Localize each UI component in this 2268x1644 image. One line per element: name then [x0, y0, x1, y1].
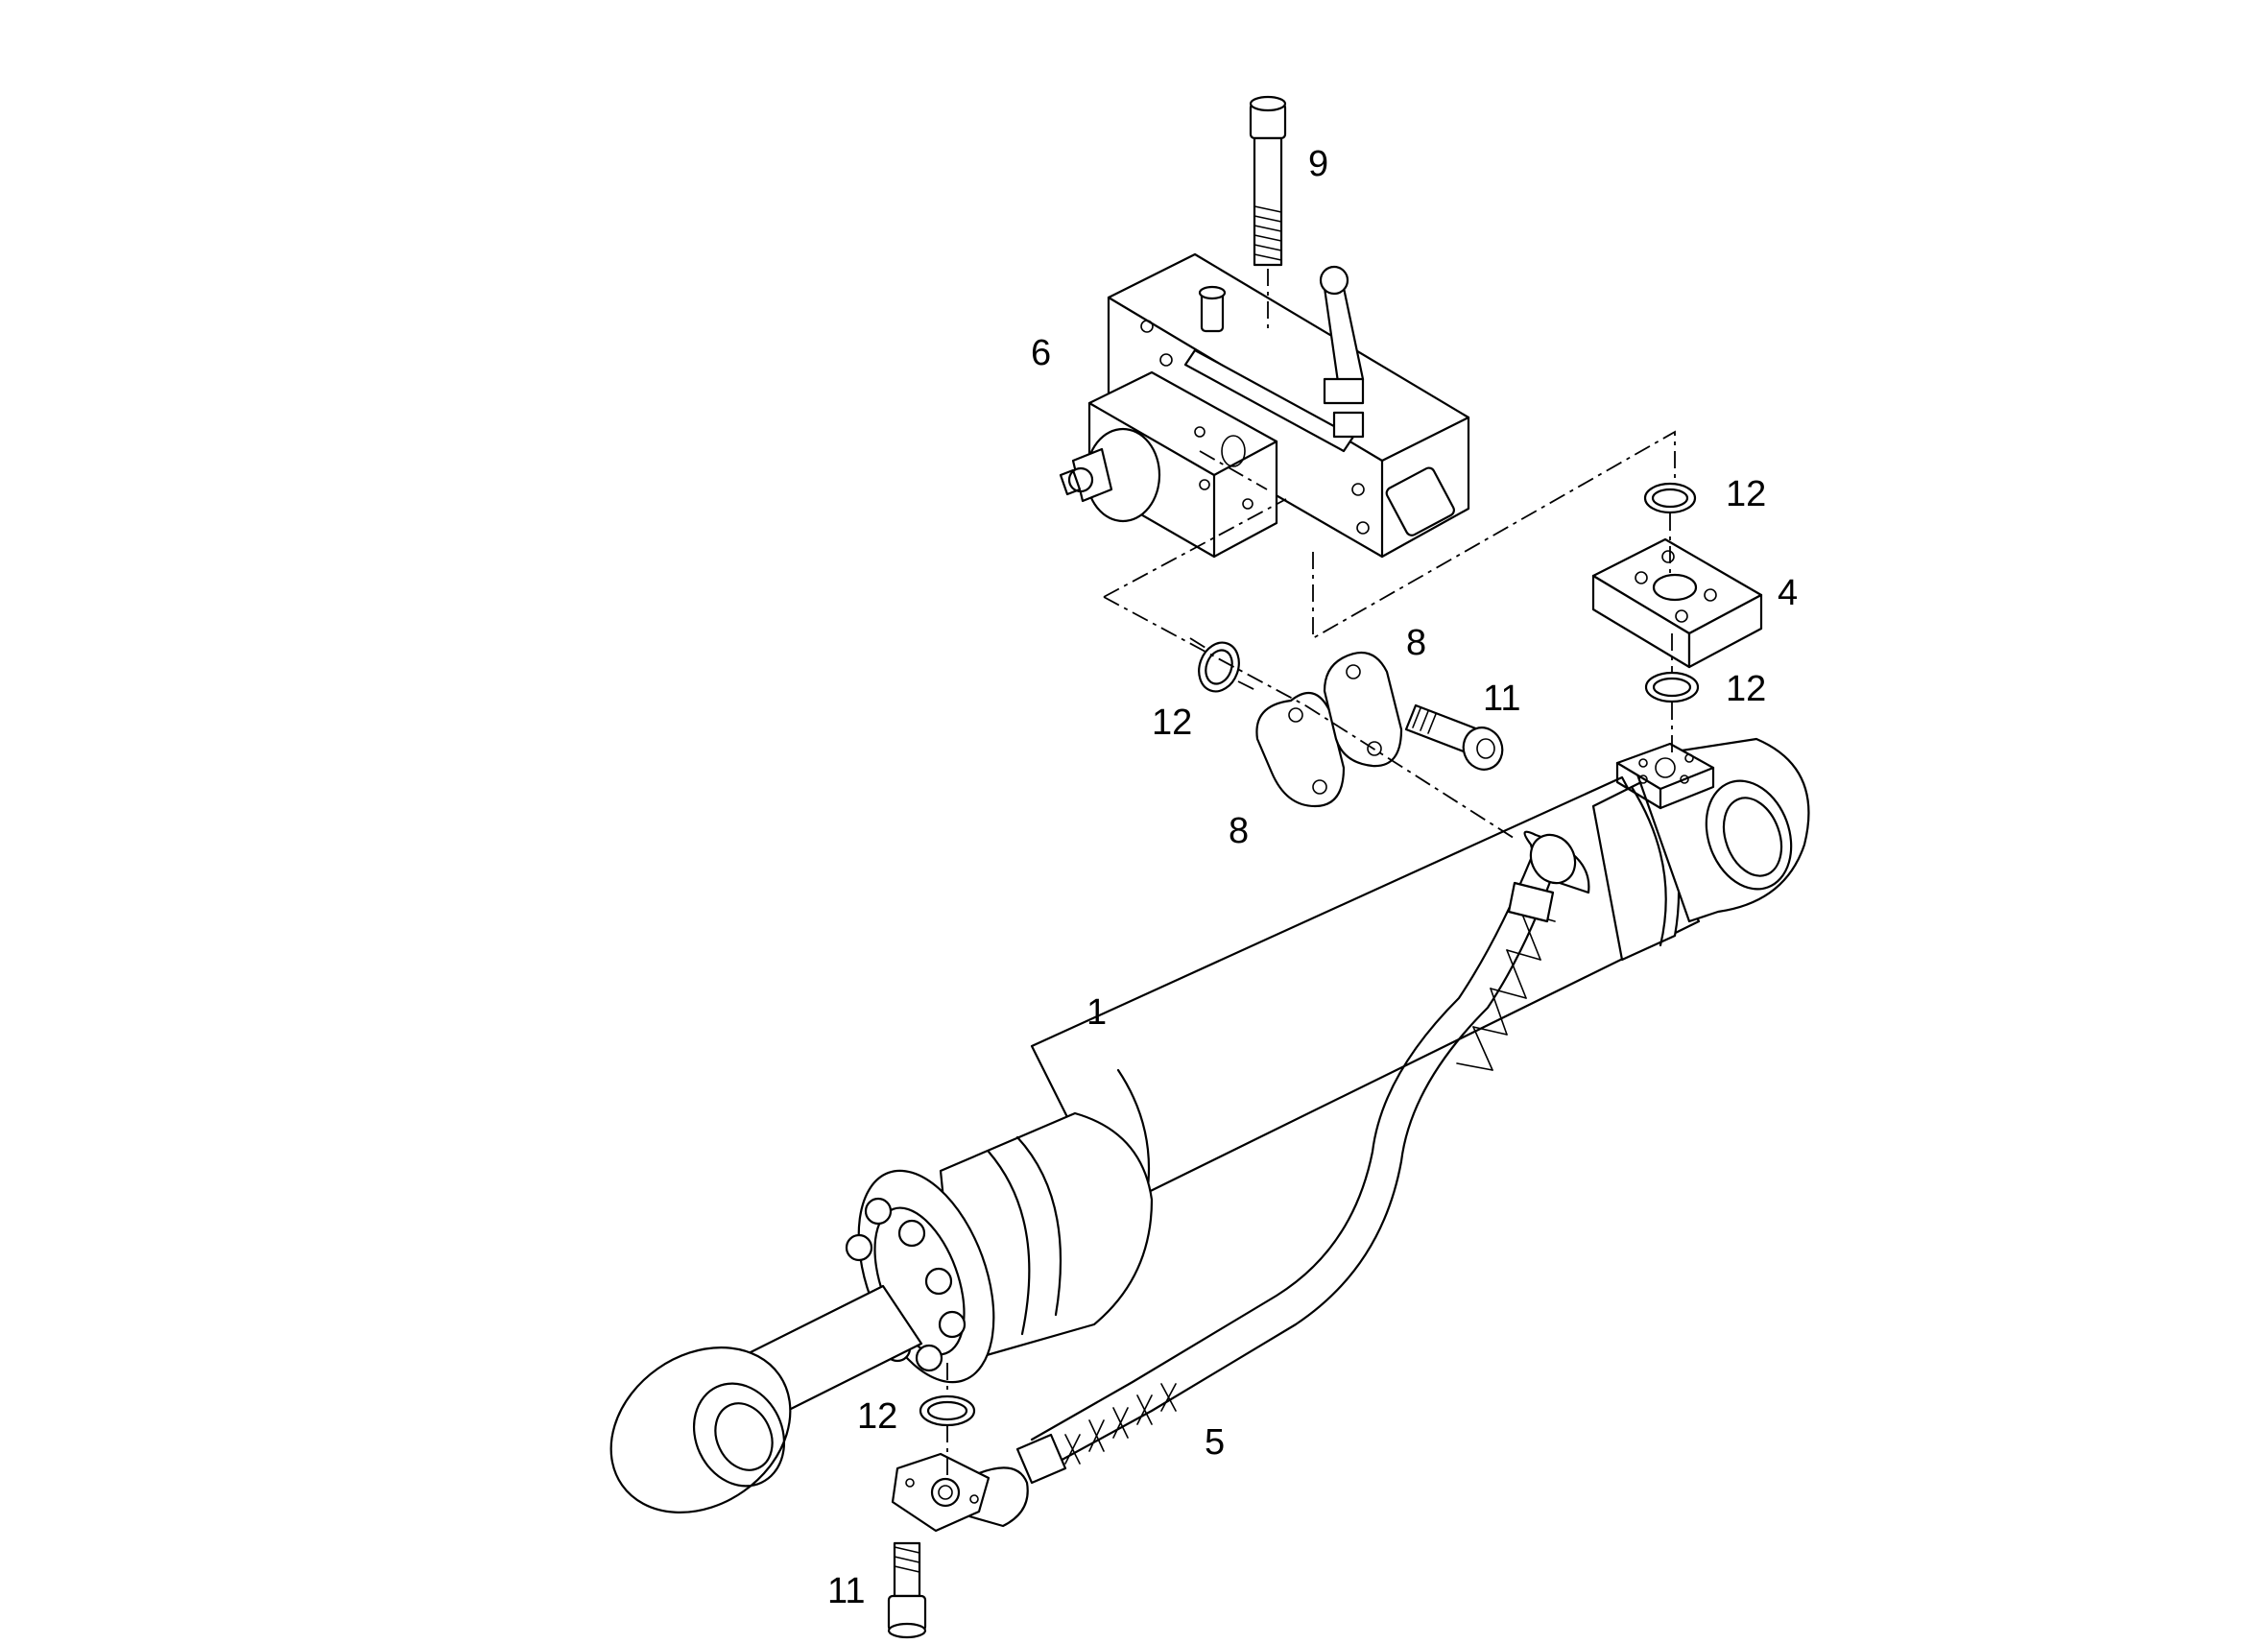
callout-11-lower: 11: [827, 1571, 865, 1611]
callout-12-top: 12: [1726, 474, 1766, 514]
callout-12-mid-right: 12: [1726, 669, 1766, 709]
hydraulic-cylinder: [609, 737, 1810, 1513]
valve-block: [1059, 252, 1470, 559]
assembly-centerlines: [946, 269, 1676, 1478]
callout-5: 5: [1205, 1422, 1225, 1463]
callout-6: 6: [1031, 333, 1051, 373]
hydraulic-hose: [891, 830, 1590, 1533]
bolt-11-upper: [1404, 703, 1504, 771]
callout-4: 4: [1778, 573, 1798, 613]
callout-12-left: 12: [1152, 703, 1192, 743]
split-flange-8-upper: [1323, 651, 1403, 768]
rod-eye: [609, 1346, 792, 1513]
callout-labels: 1 4 5 6 8 8 9 11 11 12 12 12 12: [827, 144, 1798, 1611]
split-flange-8-lower: [1255, 691, 1346, 808]
rear-eye: [1615, 737, 1810, 923]
bolt-9: [1249, 95, 1287, 267]
callout-1: 1: [1086, 992, 1107, 1033]
callout-11-upper: 11: [1483, 679, 1520, 719]
adapter-block-4: [1591, 537, 1763, 669]
callout-8-upper: 8: [1406, 623, 1426, 663]
callout-8-lower: 8: [1229, 811, 1249, 851]
callout-12-bottom: 12: [857, 1396, 897, 1437]
callout-9: 9: [1308, 144, 1328, 184]
bolt-11-lower: [887, 1541, 927, 1639]
